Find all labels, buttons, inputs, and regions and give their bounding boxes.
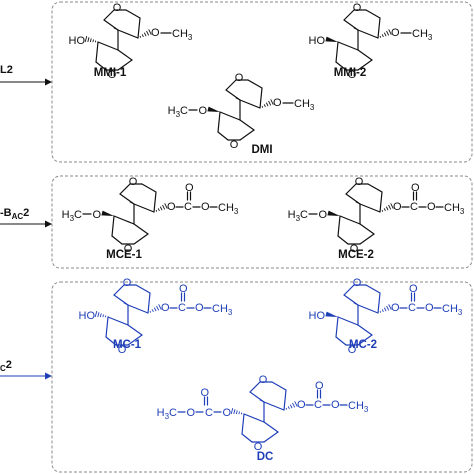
carbonate-oxygen: O [195, 302, 204, 314]
carbonyl-carbon: C [178, 302, 186, 314]
hydroxyl-group: HO [309, 310, 326, 322]
svg-text:L2: L2 [0, 64, 13, 76]
svg-text:-BAC2: -BAC2 [0, 207, 29, 221]
ring-oxygen: O [124, 243, 133, 255]
carbonyl-carbon: C [314, 399, 322, 411]
ether-oxygen: O [273, 97, 282, 109]
compound-label-mmi-1: MMI-1 [94, 67, 127, 79]
carbonate-oxygen: O [427, 201, 436, 213]
arrow-top: L2 [0, 64, 52, 86]
arrow-bottom-sub: C [0, 364, 6, 373]
compound-label-mce-2: MCE-2 [338, 249, 374, 261]
ring-oxygen: O [254, 441, 263, 453]
methyl-group: CH3 [348, 400, 369, 414]
ether-oxygen: O [318, 209, 327, 221]
ring-oxygen: O [353, 277, 362, 289]
ring-oxygen: O [129, 176, 138, 188]
ring-oxygen: O [235, 72, 244, 84]
carbonate-oxygen: O [186, 407, 195, 419]
carbonate-oxygen: O [393, 201, 402, 213]
ring-oxygen: O [353, 2, 362, 14]
methyl-group: CH3 [212, 303, 233, 317]
methyl-group: CH3 [442, 303, 463, 317]
arrow-middle: -BAC2 [0, 207, 52, 228]
methyl-group: CH3 [412, 28, 433, 42]
methyl-group: H3C [62, 209, 82, 223]
ring-oxygen: O [350, 243, 359, 255]
carbonyl-carbon: C [410, 201, 418, 213]
hydroxyl-group: HO [309, 35, 326, 47]
compound-label-mc-2: MC-2 [349, 339, 377, 351]
methyl-group: CH3 [172, 28, 193, 42]
carbonyl-oxygen: O [200, 387, 209, 399]
carbonyl-oxygen: O [185, 182, 194, 194]
ring-oxygen: O [118, 344, 127, 356]
methyl-group: CH3 [294, 98, 315, 112]
arrow-middle-text: -B [0, 207, 12, 219]
arrow-top-tail: 2 [7, 64, 13, 76]
carbonyl-carbon: C [408, 302, 416, 314]
carbonate-oxygen: O [331, 399, 340, 411]
ether-oxygen: O [391, 27, 400, 39]
carbonyl-oxygen: O [179, 283, 188, 295]
ether-oxygen: O [151, 27, 160, 39]
arrow-middle-tail: 2 [23, 207, 29, 219]
hydroxyl-group: HO [69, 35, 86, 47]
methyl-group: H3C [288, 209, 308, 223]
carbonate-oxygen: O [391, 302, 400, 314]
ring-oxygen: O [348, 69, 357, 81]
arrow-top-text: L [0, 64, 7, 76]
compound-label-dmi: DMI [251, 144, 272, 156]
methyl-group: CH3 [444, 202, 465, 216]
ring-oxygen: O [108, 69, 117, 81]
carbonyl-oxygen: O [411, 182, 420, 194]
ring-oxygen: O [113, 2, 122, 14]
hydroxyl-group: HO [79, 310, 96, 322]
ether-oxygen: O [198, 105, 207, 117]
arrow-middle-sub: AC [12, 212, 24, 221]
compound-label-mce-1: MCE-1 [106, 249, 142, 261]
ring-oxygen: O [259, 374, 268, 386]
methyl-group: CH3 [218, 202, 239, 216]
carbonate-oxygen: O [425, 302, 434, 314]
compound-label-mmi-2: MMI-2 [334, 67, 367, 79]
box-carbonates [51, 281, 473, 473]
compound-label-dc: DC [257, 451, 274, 463]
carbonyl-carbon: C [184, 201, 192, 213]
box-ethers [51, 1, 473, 163]
ether-oxygen: O [92, 209, 101, 221]
carbonyl-carbon: C [205, 407, 213, 419]
carbonate-oxygen: O [167, 201, 176, 213]
svg-text:C2: C2 [0, 359, 12, 373]
carbonate-oxygen: O [201, 201, 210, 213]
methyl-group: H3C [168, 105, 188, 119]
carbonate-oxygen: O [222, 407, 231, 419]
carbonyl-oxygen: O [409, 283, 418, 295]
ring-oxygen: O [123, 277, 132, 289]
carbonyl-oxygen: O [315, 380, 324, 392]
ring-oxygen: O [230, 139, 239, 151]
arrow-bottom: C2 [0, 359, 52, 380]
carbonate-oxygen: O [297, 399, 306, 411]
compound-label-mc-1: MC-1 [113, 339, 142, 351]
carbonate-oxygen: O [161, 302, 170, 314]
methyl-group: H3C [157, 407, 177, 421]
box-mixed-carbonate-ethers [51, 175, 473, 269]
arrow-bottom-tail: 2 [6, 359, 12, 371]
ring-oxygen: O [348, 344, 357, 356]
ring-oxygen: O [355, 176, 364, 188]
